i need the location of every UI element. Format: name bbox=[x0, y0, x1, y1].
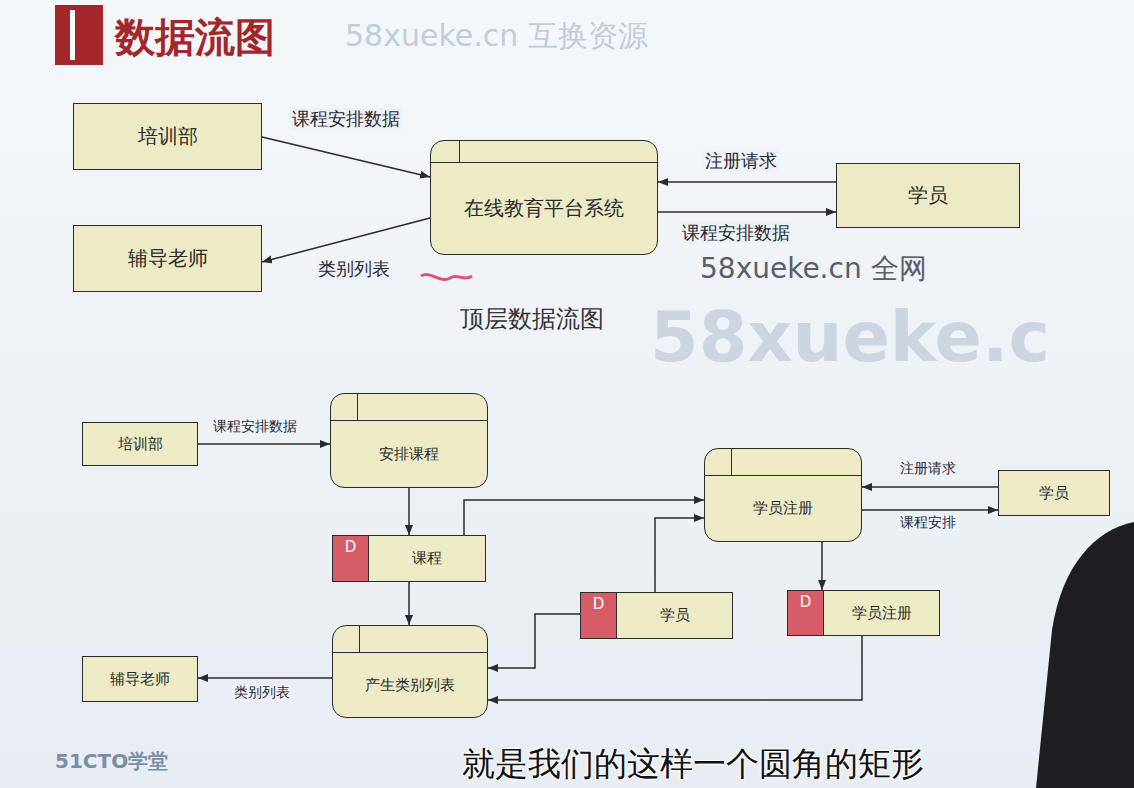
process-id-divider bbox=[359, 626, 360, 653]
watermark: 58xueke.cn 互换资源 bbox=[345, 16, 648, 57]
data-flow bbox=[198, 677, 332, 679]
node-text: 课程 bbox=[412, 549, 442, 568]
store-id: D bbox=[345, 538, 357, 556]
node-body: 培训部 bbox=[74, 104, 261, 169]
external-entity: 辅导老师 bbox=[82, 656, 198, 702]
presenter-silhouette bbox=[1036, 522, 1134, 788]
process-id-divider bbox=[731, 449, 732, 476]
external-entity: 学员 bbox=[836, 163, 1020, 228]
flow-label: 类别列表 bbox=[232, 684, 292, 701]
watermark: 58xueke.c bbox=[650, 296, 1050, 378]
node-text: 培训部 bbox=[138, 123, 198, 150]
node-text: 学员注册 bbox=[852, 604, 912, 623]
flow-label: 课程安排数据 bbox=[680, 222, 792, 244]
data-flow bbox=[408, 488, 410, 535]
node-text: 培训部 bbox=[118, 435, 163, 454]
flow-label: 注册请求 bbox=[898, 460, 958, 477]
data-flow bbox=[862, 509, 998, 511]
data-flow bbox=[658, 181, 836, 183]
data-flow bbox=[408, 582, 410, 625]
node-body: 课程 bbox=[369, 536, 485, 581]
data-flow bbox=[821, 542, 823, 590]
title-icon bbox=[55, 5, 103, 65]
node-body: 学员 bbox=[999, 471, 1109, 515]
data-flow bbox=[262, 218, 430, 262]
external-entity: 学员 bbox=[998, 470, 1110, 516]
node-body: 辅导老师 bbox=[74, 226, 261, 291]
node-body: 培训部 bbox=[83, 423, 197, 465]
node-text: 辅导老师 bbox=[128, 245, 208, 272]
store-id-cell: D bbox=[788, 591, 824, 635]
watermark: 58xueke.cn 全网 bbox=[700, 250, 927, 288]
node-body: 学员注册 bbox=[705, 476, 861, 541]
data-flow bbox=[262, 137, 430, 177]
store-id: D bbox=[593, 595, 605, 613]
node-body: 学员注册 bbox=[824, 591, 939, 635]
data-flow bbox=[488, 636, 862, 700]
data-store: D 学员注册 bbox=[787, 590, 940, 636]
video-subtitle: 就是我们的这样一个圆角的矩形 bbox=[462, 742, 924, 787]
node-body: 产生类别列表 bbox=[333, 653, 487, 717]
node-text: 在线教育平台系统 bbox=[464, 195, 624, 222]
process-box: 安排课程 bbox=[330, 393, 488, 488]
flow-label: 类别列表 bbox=[316, 258, 392, 280]
process-header bbox=[331, 394, 487, 421]
data-flow bbox=[658, 211, 836, 213]
node-body: 学员 bbox=[617, 593, 732, 638]
node-text: 学员 bbox=[908, 182, 948, 209]
diagram-caption: 顶层数据流图 bbox=[460, 303, 604, 335]
node-text: 学员 bbox=[1039, 484, 1069, 503]
process-header bbox=[431, 141, 657, 163]
node-body: 辅导老师 bbox=[83, 657, 197, 701]
flow-label: 课程安排数据 bbox=[290, 108, 402, 130]
node-text: 辅导老师 bbox=[110, 670, 170, 689]
node-text: 产生类别列表 bbox=[365, 676, 455, 695]
data-flow bbox=[488, 614, 580, 668]
brand-logo: 51CTO学堂 bbox=[55, 748, 168, 775]
node-text: 学员 bbox=[660, 606, 690, 625]
flow-label: 课程安排数据 bbox=[211, 418, 299, 435]
process-header bbox=[333, 626, 487, 653]
data-store: D 课程 bbox=[332, 535, 486, 582]
process-id-divider bbox=[357, 394, 358, 421]
data-flow bbox=[862, 486, 998, 488]
store-id-cell: D bbox=[581, 593, 617, 638]
node-body: 安排课程 bbox=[331, 421, 487, 487]
node-body: 在线教育平台系统 bbox=[431, 163, 657, 254]
store-id: D bbox=[800, 593, 812, 611]
slide-title: 数据流图 bbox=[115, 10, 275, 65]
data-store: D 学员 bbox=[580, 592, 733, 639]
data-flow bbox=[655, 518, 704, 592]
process-box: 在线教育平台系统 bbox=[430, 140, 658, 255]
process-box: 学员注册 bbox=[704, 448, 862, 542]
node-body: 学员 bbox=[837, 164, 1019, 227]
pen-mark bbox=[421, 274, 472, 279]
external-entity: 培训部 bbox=[82, 422, 198, 466]
store-id-cell: D bbox=[333, 536, 369, 581]
node-text: 学员注册 bbox=[753, 499, 813, 518]
node-text: 安排课程 bbox=[379, 445, 439, 464]
title-icon-bar bbox=[70, 10, 75, 60]
external-entity: 辅导老师 bbox=[73, 225, 262, 292]
flow-label: 注册请求 bbox=[703, 150, 779, 172]
process-box: 产生类别列表 bbox=[332, 625, 488, 718]
process-id-divider bbox=[459, 141, 460, 163]
flow-label: 课程安排 bbox=[898, 514, 958, 531]
process-header bbox=[705, 449, 861, 476]
data-flow bbox=[198, 443, 330, 445]
external-entity: 培训部 bbox=[73, 103, 262, 170]
